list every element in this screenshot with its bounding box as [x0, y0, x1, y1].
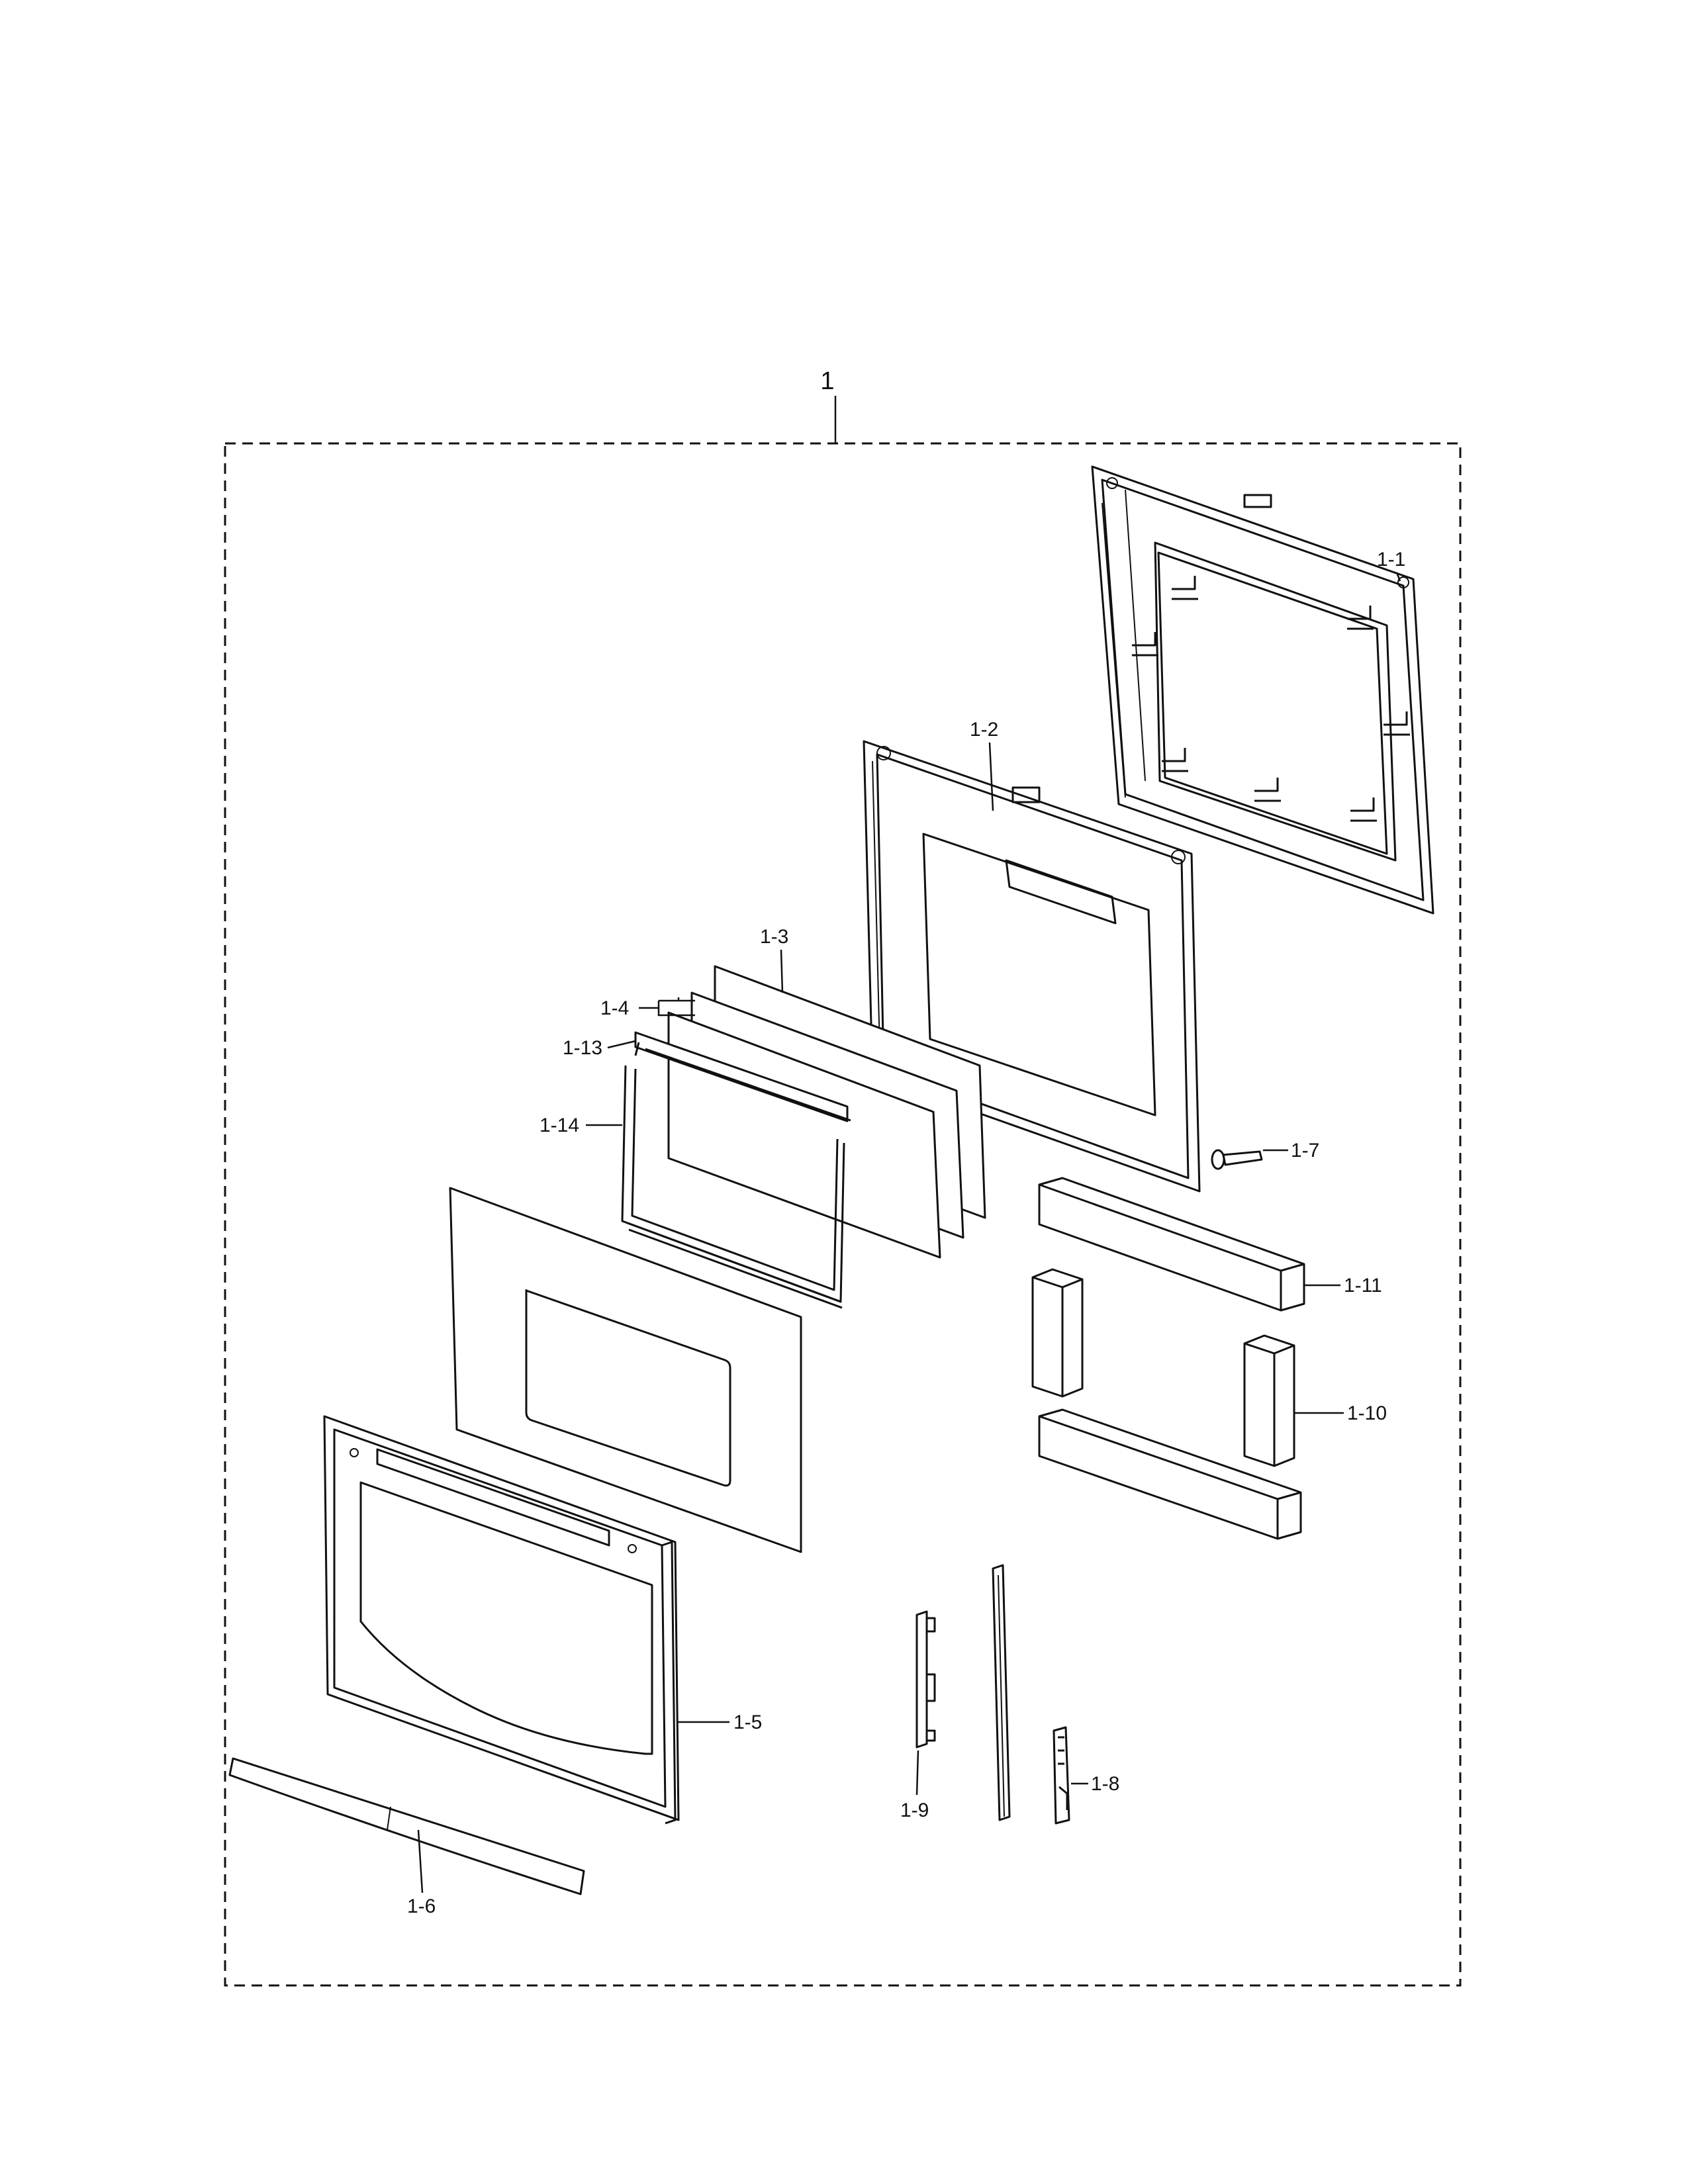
- callout-door-inner: 1-1: [1377, 549, 1405, 570]
- rail-part: [992, 1564, 1011, 1821]
- callout-glass-holder-top: 1-13: [563, 1037, 602, 1059]
- glass-outer-part: [449, 1187, 802, 1553]
- leader-door-inner: [1395, 572, 1401, 582]
- callout-glass-inner: 1-3: [760, 926, 788, 948]
- insulation-side-part: [1031, 1268, 1295, 1467]
- leader-bracket: [915, 1750, 919, 1796]
- leader-glass-middle: [639, 997, 695, 1017]
- callout-handle: 1-6: [407, 1895, 436, 1917]
- door-inner-part: [1091, 465, 1434, 915]
- callout-insulation-top: 1-11: [1344, 1275, 1382, 1297]
- screw-part: [1211, 1149, 1263, 1170]
- callout-bracket: 1-9: [900, 1799, 929, 1821]
- leader-glass-inner: [780, 949, 784, 993]
- callout-screw: 1-7: [1291, 1140, 1319, 1161]
- glass-holder-frame-part: [621, 1065, 845, 1309]
- leader-glass-holder-top: [607, 1040, 636, 1049]
- callout-door-outer: 1-5: [733, 1711, 762, 1733]
- hinge-part: [1053, 1726, 1070, 1825]
- handle-part: [228, 1757, 585, 1895]
- assembly-boundary: [224, 442, 1462, 1987]
- glass-holder-top-part: [634, 1031, 851, 1122]
- leader-door-liner: [988, 742, 994, 811]
- callout-glass-holder-frame: 1-14: [539, 1115, 579, 1136]
- callout-insulation-side: 1-10: [1347, 1402, 1387, 1424]
- assembly-label: 1: [820, 367, 834, 395]
- insulation-bottom-part: [1038, 1408, 1302, 1540]
- callout-door-liner: 1-2: [970, 719, 998, 741]
- callout-glass-middle: 1-4: [600, 997, 629, 1019]
- leader-handle: [417, 1829, 424, 1893]
- callout-hinge: 1-8: [1091, 1773, 1119, 1795]
- door-outer-part: [323, 1415, 680, 1825]
- insulation-top-part: [1038, 1177, 1305, 1312]
- bracket-part: [915, 1610, 936, 1749]
